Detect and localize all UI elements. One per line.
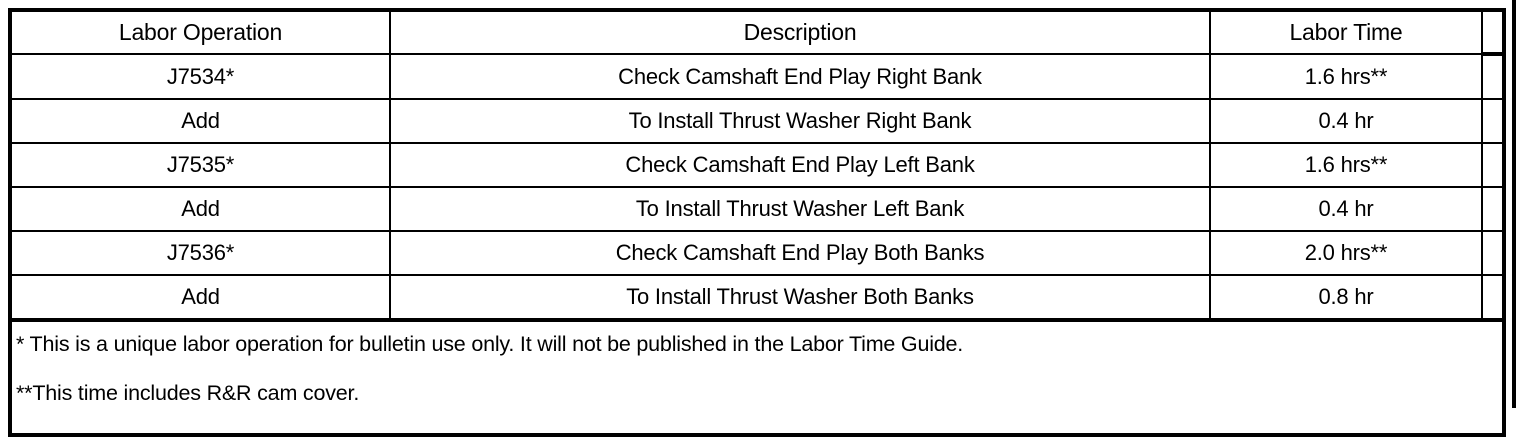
cell-description: Check Camshaft End Play Right Bank [389, 53, 1211, 100]
cell-labor-time: 1.6 hrs** [1209, 53, 1483, 100]
table-row: Add To Install Thrust Washer Left Bank 0… [9, 186, 1505, 232]
cell-labor-operation: J7534* [9, 53, 391, 100]
footnote-spacer [16, 357, 1502, 380]
column-header-labor-time: Labor Time [1209, 9, 1483, 55]
cell-blank [1481, 142, 1505, 188]
table-footnotes-row: * This is a unique labor operation for b… [9, 318, 1505, 436]
table-body: J7534* Check Camshaft End Play Right Ban… [9, 53, 1505, 436]
cell-blank [1481, 98, 1505, 144]
column-header-labor-operation: Labor Operation [9, 9, 391, 55]
cell-description: Check Camshaft End Play Left Bank [389, 142, 1211, 188]
column-header-blank [1481, 9, 1505, 56]
cell-description: Check Camshaft End Play Both Banks [389, 230, 1211, 276]
cell-blank [1481, 53, 1505, 100]
cell-labor-operation: Add [9, 98, 391, 144]
cell-labor-operation: J7536* [9, 230, 391, 276]
table-header: Labor Operation Description Labor Time [9, 9, 1505, 56]
column-header-description: Description [389, 9, 1211, 55]
footnote-double-asterisk: **This time includes R&R cam cover. [16, 381, 360, 406]
cell-blank [1481, 230, 1505, 276]
cell-blank [1481, 274, 1505, 321]
footnotes-cell: * This is a unique labor operation for b… [9, 318, 1505, 436]
labor-operations-table: Labor Operation Description Labor Time J… [8, 8, 1506, 437]
table-row: J7534* Check Camshaft End Play Right Ban… [9, 53, 1505, 100]
table-row: J7536* Check Camshaft End Play Both Bank… [9, 230, 1505, 276]
document-page: Labor Operation Description Labor Time J… [8, 0, 1516, 437]
cell-description: To Install Thrust Washer Both Banks [389, 274, 1211, 321]
table-row: J7535* Check Camshaft End Play Left Bank… [9, 142, 1505, 188]
table-row: Add To Install Thrust Washer Right Bank … [9, 98, 1505, 144]
cell-description: To Install Thrust Washer Right Bank [389, 98, 1211, 144]
footnote-single-asterisk: * This is a unique labor operation for b… [16, 332, 964, 356]
cell-labor-time: 0.4 hr [1209, 186, 1483, 232]
cell-labor-time: 0.8 hr [1209, 274, 1483, 321]
cell-labor-operation: Add [9, 186, 391, 232]
cell-labor-operation: Add [9, 274, 391, 321]
table-row: Add To Install Thrust Washer Both Banks … [9, 274, 1505, 321]
cell-description: To Install Thrust Washer Left Bank [389, 186, 1211, 232]
cell-labor-operation: J7535* [9, 142, 391, 188]
table-header-row: Labor Operation Description Labor Time [9, 9, 1505, 56]
labor-operations-table-container: Labor Operation Description Labor Time J… [8, 8, 1506, 437]
cell-labor-time: 1.6 hrs** [1209, 142, 1483, 188]
cell-blank [1481, 186, 1505, 232]
cell-labor-time: 2.0 hrs** [1209, 230, 1483, 276]
page-edge-rule [1512, 0, 1516, 408]
cell-labor-time: 0.4 hr [1209, 98, 1483, 144]
